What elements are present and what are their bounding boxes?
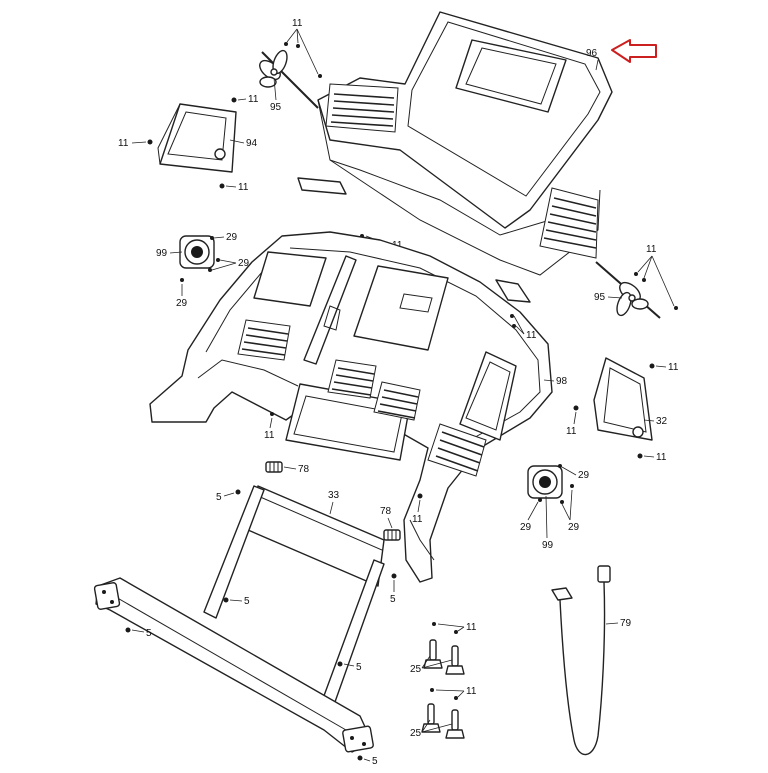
callout-5-b: 5 [390,594,396,605]
callout-11-o: 11 [466,686,477,697]
upright-frame [93,485,385,753]
callout-29-b: 29 [238,258,250,269]
part-96-left-grille [325,83,399,133]
part-99-speaker-left [179,235,215,269]
callout-99-b: 99 [542,540,554,551]
screw-5 [391,573,397,579]
screw-5 [337,661,343,667]
screw-11-i [649,363,655,369]
fan-left-screws [284,42,322,78]
part-25-bolts-upper [423,622,465,675]
callout-11-i: 11 [668,362,679,373]
callout-32: 32 [656,416,668,427]
screw-29 [216,258,220,262]
screw-29 [558,464,562,468]
callout-25-b: 25 [410,728,422,739]
callout-29-a: 29 [226,232,238,243]
screw-29 [538,498,542,502]
callout-11-n: 11 [466,622,477,633]
screw-11-l [270,412,274,416]
part-32-right-cupholder [593,357,653,441]
part-79-wire-harness [551,565,611,756]
part-99-speaker-right [527,465,563,499]
callout-95-b: 95 [594,292,606,303]
fan-right-screws [634,272,678,310]
console-tab [297,177,347,195]
part-98-grille-right [427,423,487,477]
part-96-right-grille [539,187,599,259]
callout-96: 96 [586,48,598,59]
callout-78-a: 78 [298,464,310,475]
callout-94: 94 [246,138,258,149]
callout-25-a: 25 [410,664,422,675]
screw-29 [560,500,564,504]
screw-11-j [573,405,579,411]
screw-5 [235,489,241,495]
callout-5-d: 5 [146,628,152,639]
screw-11-k [637,453,643,459]
callout-11-m: 11 [412,514,423,525]
callout-11-g: 11 [526,330,537,341]
callout-11-c: 11 [118,138,129,149]
part-78-clip-top [265,461,283,473]
console-clip [495,279,531,303]
part-95-fan-left [259,49,319,109]
screw-11-e [219,183,225,189]
callout-11-b: 11 [248,94,259,105]
callout-33: 33 [328,490,340,501]
part-94-left-cupholder [157,103,237,173]
callout-95-a: 95 [270,102,282,113]
callout-11-h: 11 [646,244,657,255]
part-33-crossbar-plate [247,485,385,587]
part-95-fan-right [595,261,661,319]
screw-5 [125,627,131,633]
callout-5-f: 5 [372,756,378,767]
callout-98: 98 [556,376,568,387]
screw-29 [210,236,214,240]
screw-11-b [231,97,237,103]
screw-5 [357,755,363,761]
part-98-grille-center-1 [327,359,377,399]
part-98-grille-left [237,319,291,361]
part-96-console-housing [317,11,613,276]
highlight-arrow-icon [611,39,657,63]
callout-29-d: 29 [578,470,590,481]
screw-29 [180,278,184,282]
callout-11-a: 11 [292,18,303,29]
callout-11-j: 11 [566,426,577,437]
screw-11-g [510,314,514,318]
callout-5-e: 5 [356,662,362,673]
screw-29 [208,268,212,272]
callout-29-f: 29 [568,522,580,533]
screw-11-g [512,324,516,328]
screw-11-c [147,139,153,145]
callout-99-a: 99 [156,248,168,259]
part-98-grille-center-2 [373,381,421,421]
screw-11-m [417,493,423,499]
callout-11-k: 11 [656,452,667,463]
callout-11-e: 11 [238,182,249,193]
callout-78-b: 78 [380,506,392,517]
screw-29 [570,484,574,488]
part-78-clip-right [383,529,401,541]
screw-5 [223,597,229,603]
callout-11-l: 11 [264,430,275,441]
callout-29-c: 29 [176,298,188,309]
callout-79: 79 [620,618,632,629]
callout-5-a: 5 [216,492,222,503]
callout-5-c: 5 [244,596,250,607]
part-25-bolts-lower [421,688,465,739]
callout-29-e: 29 [520,522,532,533]
